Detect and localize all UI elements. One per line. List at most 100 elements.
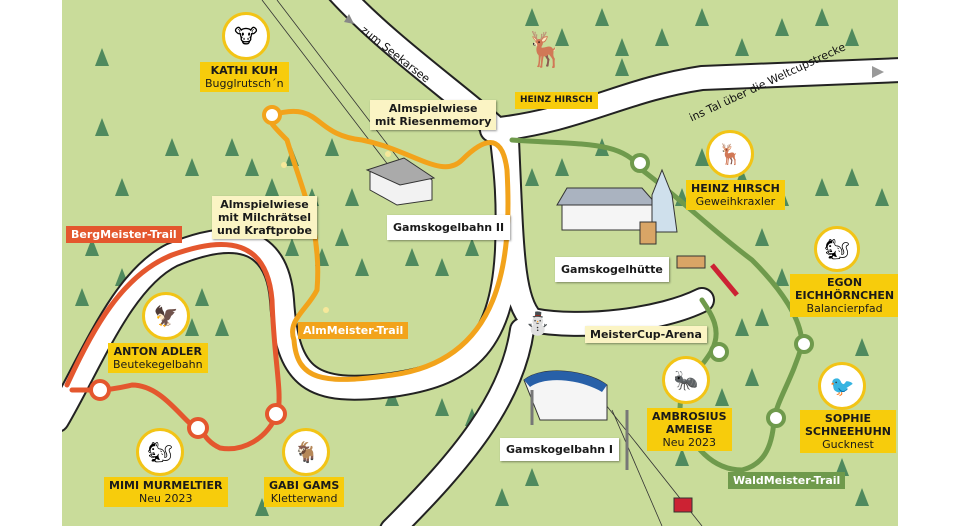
tree-icon	[695, 148, 709, 166]
tree-icon	[95, 48, 109, 66]
tree-icon	[335, 228, 349, 246]
tree-icon	[495, 488, 509, 506]
character-name: ANTON ADLER	[113, 345, 202, 358]
attraction-name: Kletterwand	[270, 492, 338, 505]
character-name: HEINZ HIRSCH	[691, 182, 780, 195]
tree-icon	[715, 388, 729, 406]
marmot-icon: 🐿	[136, 428, 184, 476]
character-name: AMEISE	[666, 423, 713, 436]
tree-icon	[555, 28, 569, 46]
tree-icon	[265, 178, 279, 196]
attraction-name: Bugglrutsch´n	[205, 77, 284, 90]
tree-icon	[845, 168, 859, 186]
gamskogelhuette-label: Gamskogelhütte	[555, 257, 669, 282]
tree-icon	[555, 158, 569, 176]
tree-icon	[695, 8, 709, 26]
almspielwiese-milchraetsel-label: Almspielwiese mit Milchrätsel und Kraftp…	[212, 196, 317, 239]
tree-icon	[655, 28, 669, 46]
deer-icon: 🦌	[706, 130, 754, 178]
tree-icon	[615, 38, 629, 56]
character-name: SOPHIE	[824, 412, 872, 425]
gamskogelbahn-ii-building	[365, 157, 436, 206]
tree-icon	[675, 448, 689, 466]
squirrel-icon: 🐿	[814, 226, 860, 272]
tree-icon	[75, 288, 89, 306]
tree-icon	[185, 158, 199, 176]
tree-icon	[115, 178, 129, 196]
character-name: KATHI KUH	[210, 64, 278, 77]
tree-icon	[755, 308, 769, 326]
badge-new: Neu 2023	[139, 492, 193, 505]
label-line: und Kraftprobe	[217, 224, 312, 237]
badge-new: Neu 2023	[662, 436, 716, 449]
tree-icon	[225, 138, 239, 156]
trail-map: zum Seekarsee ins Tal über die Weltcupst…	[62, 0, 898, 526]
tree-icon	[855, 338, 869, 356]
forest	[75, 8, 889, 516]
tree-icon	[525, 468, 539, 486]
tree-icon	[325, 138, 339, 156]
character-name: SCHNEEHUHN	[805, 425, 891, 438]
attraction-name: Gucknest	[822, 438, 874, 451]
character-name: GABI GAMS	[269, 479, 340, 492]
tree-icon	[165, 138, 179, 156]
tree-icon	[875, 188, 889, 206]
tree-icon	[435, 258, 449, 276]
tree-icon	[845, 28, 859, 46]
chamois-icon: 🐐	[282, 428, 330, 476]
tree-icon	[215, 318, 229, 336]
ptarmigan-icon: 🐦	[818, 362, 866, 410]
tree-icon	[355, 258, 369, 276]
character-label-heinz-hirsch-flying: HEINZ HIRSCH	[515, 92, 598, 109]
bergmeister-trail-label: BergMeister-Trail	[66, 226, 182, 243]
meistercup-arena-label: MeisterCup-Arena	[585, 326, 707, 343]
almmeister-trail-label: AlmMeister-Trail	[298, 322, 409, 339]
waldmeister-trail-label: WaldMeister-Trail	[728, 472, 846, 489]
tree-icon	[615, 58, 629, 76]
tree-icon	[95, 118, 109, 136]
character-name: EGON	[827, 276, 863, 289]
tree-icon	[245, 158, 259, 176]
direction-arrow-icon	[872, 66, 884, 78]
label-line: mit Riesenmemory	[375, 115, 492, 128]
tree-icon	[195, 288, 209, 306]
tree-icon	[835, 458, 849, 476]
tree-icon	[595, 8, 609, 26]
tree-icon	[815, 8, 829, 26]
almspielwiese-riesenmemory-label: Almspielwiese mit Riesenmemory	[370, 100, 497, 130]
gamskogelbahn-i-label: Gamskogelbahn I	[500, 438, 620, 461]
flying-deer-illustration: 🦌	[524, 30, 567, 70]
tree-icon	[465, 238, 479, 256]
ant-icon: 🐜	[662, 356, 710, 404]
tree-icon	[525, 8, 539, 26]
gamskogelbahn-ii-label: Gamskogelbahn II	[387, 215, 511, 240]
eagle-icon: 🦅	[142, 292, 190, 340]
tree-icon	[435, 398, 449, 416]
tree-icon	[775, 18, 789, 36]
snowman-mascot-icon: ⛄	[524, 312, 552, 337]
attraction-name: Geweihkraxler	[695, 195, 776, 208]
character-name: MIMI MURMELTIER	[109, 479, 223, 492]
stations	[89, 105, 814, 439]
tree-icon	[755, 228, 769, 246]
label-line: mit Milchrätsel	[217, 211, 312, 224]
tree-icon	[255, 498, 269, 516]
tree-icon	[525, 168, 539, 186]
attraction-name: Beutekegelbahn	[113, 358, 203, 371]
tree-icon	[285, 238, 299, 256]
tree-icon	[815, 178, 829, 196]
tree-icon	[745, 368, 759, 386]
tree-icon	[855, 488, 869, 506]
tree-icon	[735, 38, 749, 56]
direction-arrow-icon	[344, 14, 354, 24]
cow-icon: 🐮	[222, 12, 270, 60]
label-line: Almspielwiese	[220, 198, 309, 211]
tree-icon	[735, 318, 749, 336]
